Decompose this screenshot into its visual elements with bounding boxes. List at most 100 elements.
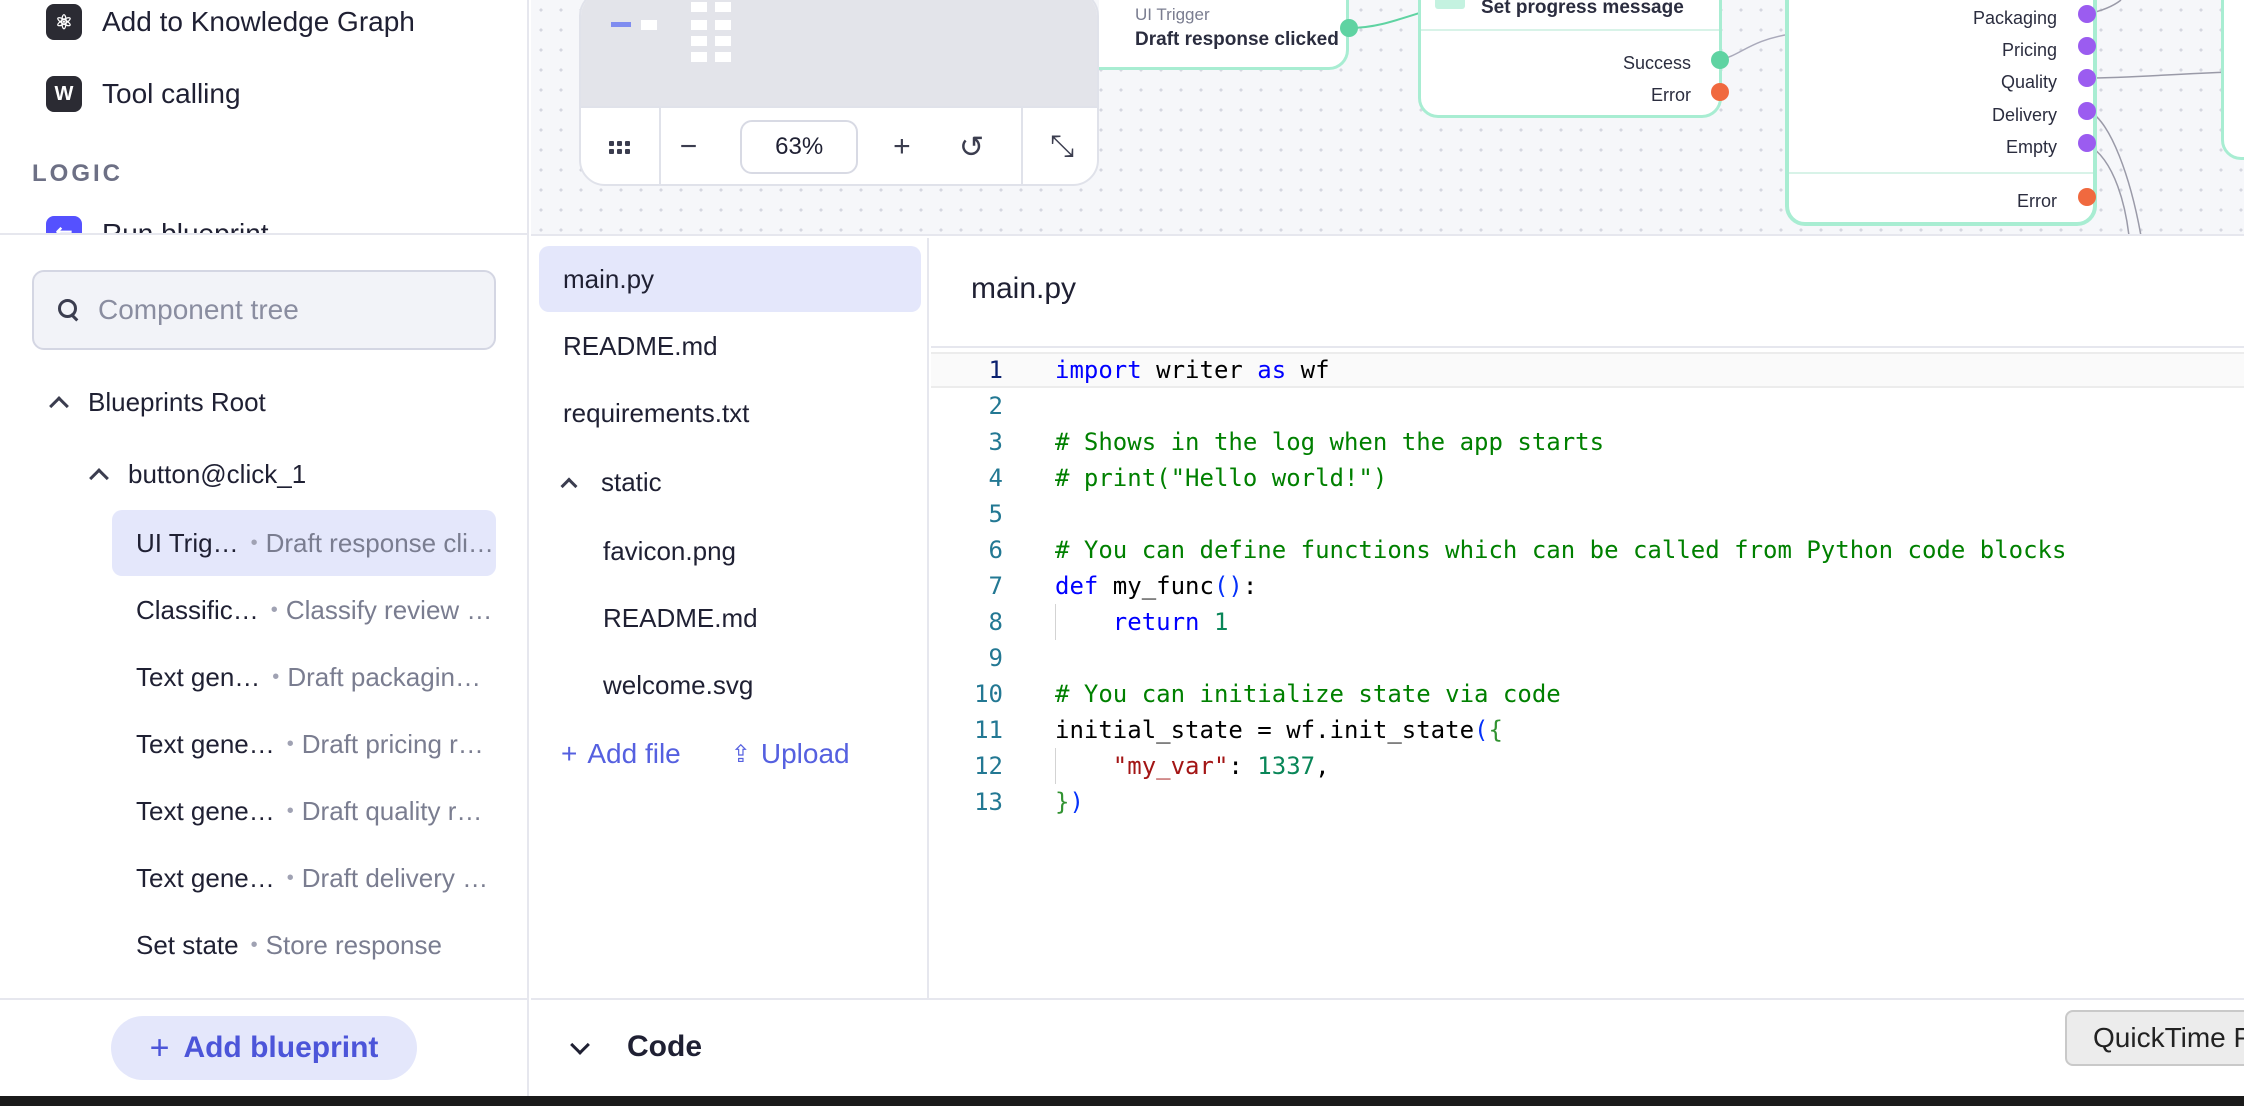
editor-filename: main.py bbox=[971, 272, 1077, 305]
tree-root-label: Blueprints Root bbox=[88, 386, 266, 417]
file-main-py[interactable]: main.py bbox=[539, 246, 921, 312]
fit-view-button[interactable]: ⤡ bbox=[1023, 107, 1097, 184]
tree-node-ui-trigger[interactable]: UI Trig…•Draft response cli… bbox=[112, 510, 496, 576]
add-file-label: Add file bbox=[587, 738, 681, 769]
code-panel-title: Code bbox=[627, 1030, 702, 1063]
delivery-port[interactable] bbox=[2078, 102, 2096, 120]
zoom-in-button[interactable]: + bbox=[882, 107, 922, 184]
separator-dot: • bbox=[286, 799, 294, 822]
grid-toggle-button[interactable] bbox=[581, 107, 659, 184]
minimap-view[interactable] bbox=[581, 0, 1097, 106]
library-item-run-blueprint[interactable]: ⇆ Run blueprint bbox=[46, 214, 269, 235]
output-packaging-label: Packaging bbox=[1972, 8, 2057, 28]
output-success-label: Success bbox=[1622, 53, 1691, 73]
output-empty-label: Empty bbox=[2005, 137, 2057, 157]
error-port[interactable] bbox=[2078, 188, 2096, 206]
add-file-button[interactable]: + Add file bbox=[561, 738, 681, 770]
output-quality-label: Quality bbox=[2000, 72, 2057, 92]
offscreen-node[interactable] bbox=[2221, 0, 2244, 160]
separator-dot: • bbox=[286, 732, 294, 755]
library-item-label: Run blueprint bbox=[102, 218, 269, 235]
undo-icon: ↺ bbox=[958, 130, 985, 164]
file-requirements-txt[interactable]: requirements.txt bbox=[563, 397, 750, 428]
search-input[interactable] bbox=[98, 294, 458, 326]
code-line: 13 }) bbox=[931, 784, 2244, 820]
code-text: }) bbox=[1055, 788, 1084, 816]
canvas-toolbar: − 63% + ↺ ⤡ bbox=[581, 106, 1097, 184]
search-icon bbox=[58, 299, 80, 321]
tree-node-text-gen-quality[interactable]: Text gene… • Draft quality r… bbox=[112, 778, 496, 844]
blueprint-canvas[interactable]: − 63% + ↺ ⤡ UI Trigger Draft response cl… bbox=[531, 0, 2244, 236]
line-number: 9 bbox=[988, 644, 1003, 672]
zoom-out-button[interactable]: − bbox=[661, 107, 717, 184]
code-line: 3 # Shows in the log when the app starts bbox=[931, 424, 2244, 460]
file-actions: + Add file ⇪ Upload bbox=[561, 738, 850, 770]
empty-port[interactable] bbox=[2078, 134, 2096, 152]
separator-dot: • bbox=[250, 531, 258, 554]
plus-icon: + bbox=[149, 1028, 170, 1067]
set-progress-message-node[interactable]: Set progress message Success Error bbox=[1418, 0, 1722, 118]
node-type: Text gene… bbox=[136, 795, 275, 826]
tree-node-text-gen-packaging[interactable]: Text gen…•Draft packagin… bbox=[112, 644, 496, 710]
upload-icon: ⇪ bbox=[730, 740, 751, 768]
code-text: # print("Hello world!") bbox=[1055, 464, 1388, 492]
zoom-level[interactable]: 63% bbox=[740, 120, 858, 174]
code-text: return 1 bbox=[1112, 608, 1229, 636]
success-port[interactable] bbox=[1711, 51, 1729, 69]
code-line: 8 return 1 bbox=[931, 604, 2244, 640]
divider bbox=[0, 998, 527, 1000]
file-favicon-png[interactable]: favicon.png bbox=[603, 535, 736, 566]
packaging-port[interactable] bbox=[2078, 5, 2096, 23]
upload-button[interactable]: ⇪ Upload bbox=[731, 738, 850, 770]
output-error-label: Error bbox=[1651, 85, 1691, 105]
node-type: Text gen… bbox=[136, 661, 261, 692]
tree-node-text-gen-pricing[interactable]: Text gene…•Draft pricing r… bbox=[112, 711, 496, 777]
divider bbox=[1421, 29, 1719, 31]
separator-dot: • bbox=[250, 933, 258, 956]
library-item-knowledge-graph[interactable]: ⚛ Add to Knowledge Graph bbox=[46, 2, 415, 42]
add-blueprint-label: Add blueprint bbox=[183, 1031, 379, 1064]
node-desc: Draft quality r… bbox=[301, 795, 483, 826]
quality-port[interactable] bbox=[2078, 69, 2096, 87]
tree-blueprint-label: button@click_1 bbox=[128, 458, 307, 489]
folder-static[interactable]: static bbox=[539, 449, 921, 515]
line-number: 2 bbox=[988, 392, 1003, 420]
line-number: 4 bbox=[988, 464, 1003, 492]
tree-root[interactable]: Blueprints Root bbox=[49, 382, 266, 422]
reset-view-button[interactable]: ↺ bbox=[922, 107, 1022, 184]
tree-blueprint[interactable]: button@click_1 bbox=[89, 454, 307, 494]
separator-dot: • bbox=[286, 866, 294, 889]
component-tree-search[interactable] bbox=[32, 270, 496, 350]
classification-node[interactable]: Packaging Pricing Quality Delivery Empty… bbox=[1785, 0, 2097, 226]
node-desc: Draft response cli… bbox=[265, 527, 494, 558]
file-welcome-svg[interactable]: welcome.svg bbox=[603, 669, 754, 700]
output-port[interactable] bbox=[1340, 19, 1358, 37]
minimap-node bbox=[715, 2, 731, 12]
tree-node-text-gen-delivery[interactable]: Text gene…•Draft delivery r… bbox=[112, 845, 496, 911]
code-text: # You can initialize state via code bbox=[1055, 680, 1561, 708]
pricing-port[interactable] bbox=[2078, 37, 2096, 55]
code-line: 7 def my_func(): bbox=[931, 568, 2244, 604]
line-number: 6 bbox=[988, 536, 1003, 564]
line-number: 5 bbox=[988, 500, 1003, 528]
tree-node-classification[interactable]: Classific…•Classify review … bbox=[112, 577, 496, 643]
minimap-node bbox=[715, 36, 731, 46]
error-port[interactable] bbox=[1711, 83, 1729, 101]
code-line: 2 bbox=[931, 388, 2244, 424]
add-blueprint-button[interactable]: + Add blueprint bbox=[111, 1016, 417, 1080]
left-sidebar: ⚛ Add to Knowledge Graph W Tool calling … bbox=[0, 0, 529, 1096]
file-static-readme-md[interactable]: README.md bbox=[603, 602, 758, 633]
code-line: 12 "my_var": 1337, bbox=[931, 748, 2244, 784]
code-text: # You can define functions which can be … bbox=[1055, 536, 2067, 564]
node-type: Classific… bbox=[136, 594, 259, 625]
tree-node-set-state[interactable]: Set state•Store response bbox=[112, 912, 496, 978]
code-line: 6 # You can define functions which can b… bbox=[931, 532, 2244, 568]
code-text: # Shows in the log when the app starts bbox=[1055, 428, 1605, 456]
line-number: 1 bbox=[988, 356, 1003, 384]
ui-trigger-node[interactable]: UI Trigger Draft response clicked bbox=[1099, 0, 1349, 70]
grid-icon bbox=[609, 140, 631, 154]
folder-label: static bbox=[601, 466, 662, 497]
library-item-tool-calling[interactable]: W Tool calling bbox=[46, 74, 241, 114]
file-readme-md[interactable]: README.md bbox=[563, 330, 718, 361]
collapse-chevron-icon[interactable] bbox=[570, 1035, 590, 1055]
